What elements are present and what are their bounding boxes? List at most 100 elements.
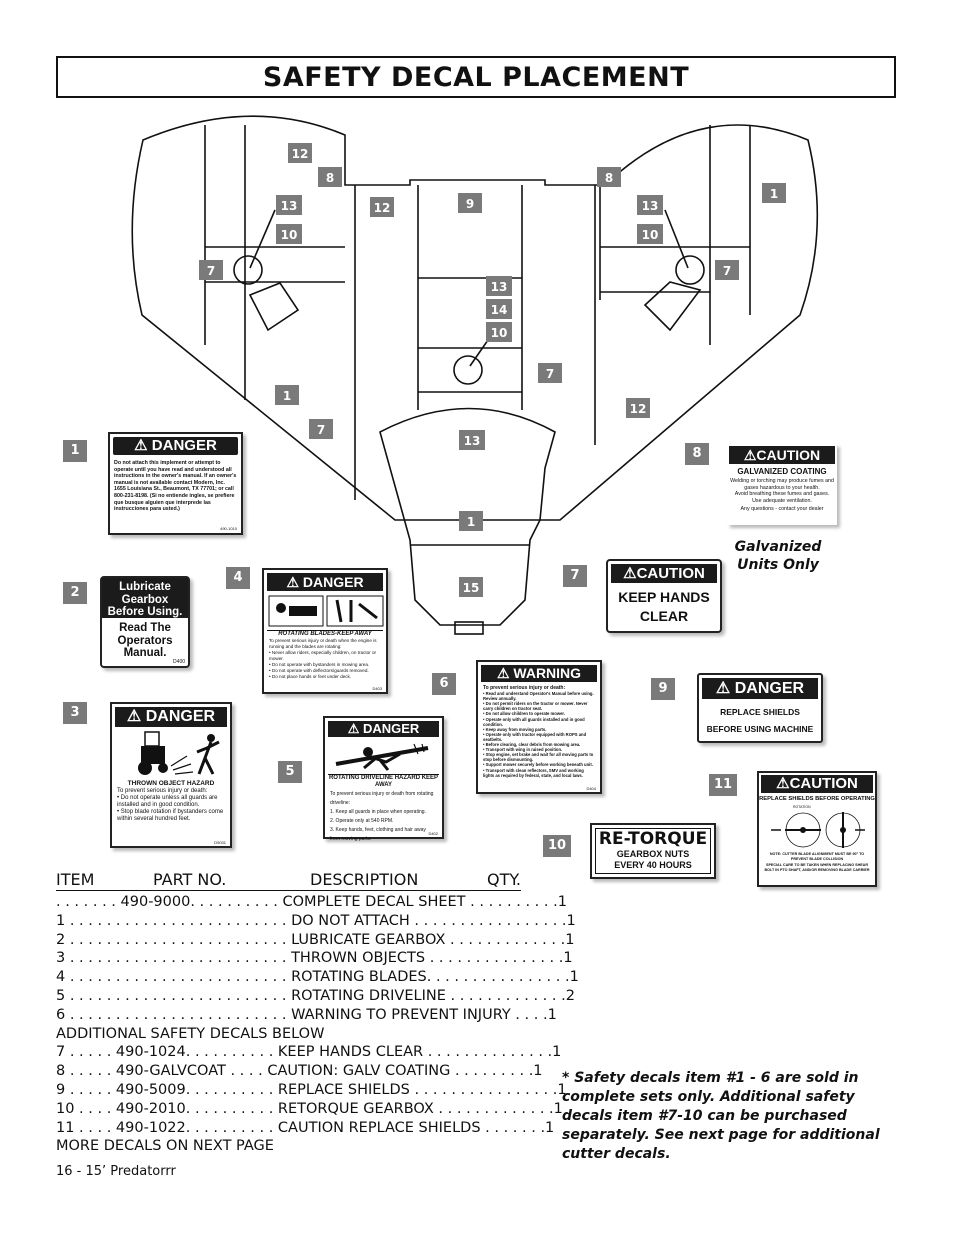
decal-3-line: • Stop blade rotation if bystanders come…	[117, 809, 224, 822]
decal-1-danger: ⚠ DANGER Do not attach this implement or…	[108, 432, 243, 535]
decal-sets-note: * Safety decals item #1 - 6 are sold in …	[562, 1070, 880, 1162]
warning-triangle-icon: ⚠	[715, 680, 731, 697]
callout-label: 10	[281, 228, 298, 242]
galvanized-units-note: Galvanized Units Only	[734, 539, 822, 573]
callout-13-d	[459, 430, 485, 450]
decal-5-header: ⚠ DANGER	[328, 721, 439, 737]
table-row: 11 . . . . 490-1022. . . . . . . . . . C…	[56, 1119, 555, 1136]
thrown-object-pictogram-icon	[138, 731, 220, 775]
callout-12-c	[626, 398, 650, 418]
decal-6-line: • Support mower securely before working …	[483, 762, 593, 768]
callout-label: 13	[642, 199, 659, 213]
decal-1-code: 490-1010	[220, 526, 237, 531]
decal-4-line: • Never allow riders, especially childre…	[269, 650, 377, 661]
warning-triangle-icon: ⚠	[126, 708, 142, 725]
decal-5-rotating-driveline: ⚠ DANGER ROTATING DRIVELINE HAZARD KEEP …	[323, 716, 444, 842]
decal-8-title: GALVANIZED COATING	[737, 467, 827, 476]
table-row: 4 . . . . . . . . . . . . . . . . . . . …	[56, 969, 579, 986]
callout-label: 10	[491, 326, 508, 340]
callout-label: 13	[464, 434, 481, 448]
decal-7-header: ⚠CAUTION	[611, 564, 717, 583]
table-row: 2 . . . . . . . . . . . . . . . . . . . …	[56, 931, 575, 948]
decal-10-title: RE-TORQUE	[598, 829, 708, 849]
warning-triangle-icon: ⚠	[347, 721, 360, 736]
decal-3-header: ⚠ DANGER	[115, 707, 227, 727]
decal-4-line: • Do not place hands or feet under deck.	[269, 674, 352, 679]
decal-6-line: To prevent serious injury or death:	[483, 685, 566, 691]
header-item: ITEM	[56, 870, 95, 889]
callout-1-b	[275, 385, 299, 405]
callout-label: 12	[630, 402, 647, 416]
decal-2-bottom: Read The Operators Manual.	[117, 622, 173, 659]
parts-table-header: ITEM PART NO. DESCRIPTION QTY.	[56, 870, 521, 891]
decal-6-line: • Do not allow children to operate mower…	[483, 711, 565, 717]
callout-label: 13	[281, 199, 298, 213]
callout-label: 13	[491, 280, 508, 294]
callout-label: 7	[317, 423, 325, 437]
callout-15-a	[459, 577, 483, 597]
table-row: 10 . . . . 490-2010. . . . . . . . . . R…	[56, 1100, 563, 1117]
decal-number-2: 2	[63, 582, 87, 604]
callout-7-a	[199, 260, 223, 280]
decal-1-header: ⚠ DANGER	[113, 437, 238, 455]
warning-triangle-icon: ⚠	[623, 565, 637, 582]
decal-8-line: Use adequate ventilation.	[752, 497, 812, 504]
callout-label: 1	[467, 515, 475, 529]
warning-triangle-icon: ⚠	[743, 447, 757, 463]
callout-7-b	[715, 260, 739, 280]
decal-6-line: • Operate only with tractor equipped wit…	[483, 731, 587, 742]
decal-11-caution-replace-shields: ⚠CAUTION REPLACE SHIELDS BEFORE OPERATIN…	[757, 771, 877, 887]
table-row: ADDITIONAL SAFETY DECALS BELOW	[56, 1025, 325, 1042]
callout-12-a	[288, 143, 312, 163]
decal-6-line: • Read and understand Operator's Manual …	[483, 691, 594, 702]
table-row: 9 . . . . . 490-5009. . . . . . . . . . …	[56, 1081, 567, 1098]
callout-12-b	[370, 197, 394, 217]
decal-number-3: 3	[63, 702, 87, 724]
table-row: 8 . . . . . 490-GALVCOAT . . . . CAUTION…	[56, 1063, 543, 1080]
table-row: 5 . . . . . . . . . . . . . . . . . . . …	[56, 987, 575, 1004]
callout-10-b	[637, 224, 663, 244]
warning-triangle-icon: ⚠	[134, 437, 148, 454]
decal-3-title: THROWN OBJECT HAZARD	[127, 780, 215, 787]
callout-13-b	[637, 195, 663, 215]
decal-4-rotating-blades: ⚠ DANGER ROTATING BLADES-KEEP AWAY To pr…	[262, 568, 388, 694]
decal-number-11: 11	[709, 774, 737, 796]
blade-rotation-diagram: ROTATION	[759, 804, 875, 852]
callout-label: 8	[326, 171, 334, 185]
decal-4-line: • Do not operate with deflectors/guards …	[269, 668, 369, 673]
callout-label: 14	[491, 303, 508, 317]
decal-5-line: To prevent serious injury or death from …	[330, 791, 434, 806]
decal-6-line: • Stop engine, set brake and wait for al…	[483, 752, 594, 763]
decal-5-line: 2. Operate only at 540 RPM.	[330, 818, 394, 824]
parts-table: ITEM PART NO. DESCRIPTION QTY. . . . . .…	[56, 870, 579, 1156]
warning-triangle-icon: ⚠	[286, 574, 299, 590]
decal-9-header: ⚠ DANGER	[702, 678, 818, 699]
decal-9-replace-shields: ⚠ DANGER REPLACE SHIELDS BEFORE USING MA…	[697, 673, 823, 743]
decal-8-line: Any questions - contact your dealer	[740, 506, 824, 513]
callout-label: 8	[605, 171, 613, 185]
callout-1-a	[762, 183, 786, 203]
decal-11-note2: SPECIAL CARE TO BE TAKEN WHEN REPLACING …	[764, 863, 870, 872]
deck-outline	[131, 115, 819, 521]
callout-label: 12	[374, 201, 391, 215]
decal-number-5: 5	[278, 761, 302, 783]
decal-6-line: • Keep away from moving parts.	[483, 726, 547, 732]
callout-7-c	[538, 363, 562, 383]
page-title-box: SAFETY DECAL PLACEMENT	[56, 56, 896, 98]
decal-4-header: ⚠ DANGER	[267, 573, 383, 591]
decal-11-header: ⚠CAUTION	[761, 775, 873, 793]
header-description: DESCRIPTION	[310, 870, 419, 889]
callout-label: 12	[292, 147, 309, 161]
decal-9-body: REPLACE SHIELDS BEFORE USING MACHINE	[706, 707, 814, 734]
decal-10-retorque: RE-TORQUE GEARBOX NUTS EVERY 40 HOURS	[590, 823, 716, 879]
table-row: 3 . . . . . . . . . . . . . . . . . . . …	[56, 950, 573, 967]
decal-5-line: 3. Keep hands, feet, clothing and hair a…	[330, 827, 426, 842]
callout-label: 1	[283, 389, 291, 403]
decal-number-9: 9	[651, 678, 675, 700]
callout-13-a	[276, 195, 302, 215]
decal-6-warning: ⚠ WARNING To prevent serious injury or d…	[476, 660, 602, 794]
table-row: MORE DECALS ON NEXT PAGE	[56, 1138, 274, 1155]
blade-alignment-icon	[771, 812, 865, 848]
callout-1-c	[459, 511, 483, 531]
callout-label: 7	[546, 367, 554, 381]
